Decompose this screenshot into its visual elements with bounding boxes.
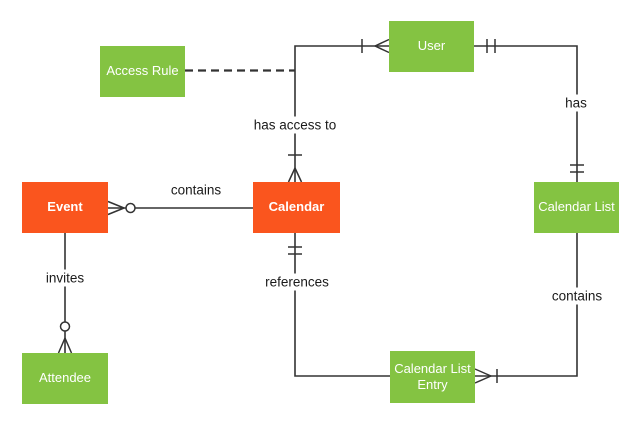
edge-label-contains-event-calendar: contains: [166, 181, 226, 199]
entity-attendee: Attendee: [22, 353, 108, 404]
entity-calendar-list: Calendar List: [534, 182, 619, 233]
entity-label-calendar-list: Calendar List: [538, 199, 615, 215]
entity-label-event: Event: [47, 199, 83, 215]
one-and-only-one-double-tick-marker: [486, 39, 496, 53]
entity-label-user: User: [417, 38, 446, 54]
edge-calendar-list-contains-entry: [474, 233, 578, 384]
entity-access-rule: Access Rule: [100, 46, 185, 97]
crowsfoot-many-marker: [474, 368, 492, 384]
entity-calendar: Calendar: [253, 182, 340, 233]
entity-event: Event: [22, 182, 108, 233]
edge-label-references: references: [261, 273, 333, 291]
crowsfoot-many-marker: [374, 38, 390, 54]
zero-cardinality-circle-marker: [125, 202, 136, 214]
edge-event-contains-calendar: [107, 200, 253, 216]
entity-label-calendar: Calendar: [268, 199, 325, 215]
one-and-only-one-double-tick-marker: [570, 164, 584, 173]
edge-label-contains-calendar-list-entry: contains: [547, 287, 607, 305]
one-and-only-one-double-tick-marker: [288, 246, 302, 255]
edge-label-has-access-to: has access to: [249, 116, 341, 134]
edge-calendar-has-access-to-user: [287, 38, 390, 183]
zero-cardinality-circle-marker: [59, 321, 71, 332]
crowsfoot-many-marker: [287, 167, 303, 183]
edge-event-invites-attendee: [57, 233, 73, 354]
edge-label-has: has: [561, 94, 591, 112]
entity-label-calendar-list-entry: Calendar List Entry: [394, 360, 471, 392]
crowsfoot-many-marker: [57, 337, 73, 354]
entity-label-access-rule: Access Rule: [106, 63, 179, 79]
edge-label-invites: invites: [41, 269, 89, 287]
edge-calendar-references-entry: [288, 233, 390, 377]
edge-user-has-calendar-list: [474, 39, 584, 182]
crowsfoot-many-marker: [107, 200, 125, 216]
entity-user: User: [389, 21, 474, 72]
entity-calendar-list-entry: Calendar List Entry: [390, 351, 475, 403]
entity-label-attendee: Attendee: [38, 370, 92, 386]
